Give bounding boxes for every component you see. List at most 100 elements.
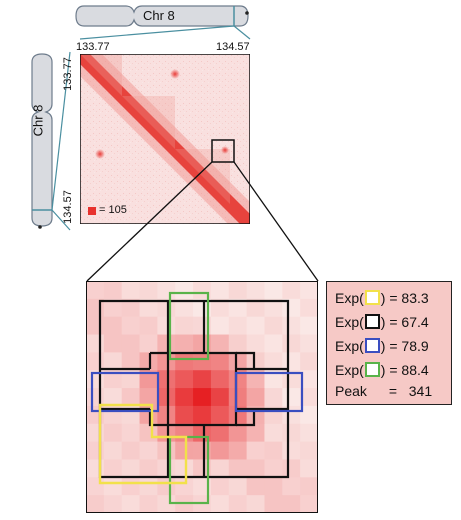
pixel-cell — [246, 316, 265, 336]
pixel-cell — [282, 370, 301, 389]
pixel-cell — [282, 459, 301, 478]
legend-row-black: Exp() = 67.4 — [335, 314, 429, 330]
pixel-cell — [86, 388, 105, 407]
expected-values-legend: Exp() = 83.3 Exp() = 67.4 Exp() = 78.9 E… — [326, 281, 452, 405]
loop-dot — [221, 146, 229, 154]
chromosome-ideogram-horizontal — [75, 5, 251, 40]
pixel-cell — [246, 423, 265, 443]
pixel-cell — [103, 298, 123, 318]
pixel-cell — [121, 281, 141, 300]
pixel-cell — [157, 352, 176, 371]
pixel-cell — [86, 441, 105, 460]
pixel-cell — [228, 370, 248, 389]
pixel-cell — [121, 298, 141, 318]
pixel-cell — [175, 441, 194, 460]
pixel-cell — [157, 495, 176, 513]
pixel-cell — [157, 334, 176, 353]
pixel-cell — [264, 370, 283, 389]
pixel-cell — [121, 316, 141, 336]
pixel-cell — [121, 495, 141, 513]
pixel-cell — [264, 316, 283, 336]
pixel-cell — [157, 423, 176, 443]
pixel-cell — [210, 423, 230, 443]
pixel-cell — [282, 316, 301, 336]
green-box-top — [168, 291, 210, 361]
pixel-cell — [264, 441, 283, 460]
pixel-cell — [264, 388, 283, 407]
scale-label: = 105 — [99, 204, 127, 216]
black-square-icon — [364, 314, 380, 329]
pixel-cell — [139, 441, 158, 460]
legend-row-yellow: Exp() = 83.3 — [335, 290, 429, 306]
pixel-cell — [300, 423, 318, 443]
pixel-cell — [228, 316, 248, 336]
pixel-cell — [210, 388, 230, 407]
pixel-cell — [210, 495, 230, 513]
axis-top-start-label: 133.77 — [76, 41, 110, 53]
loop-dot — [95, 149, 105, 159]
pixel-cell — [103, 388, 123, 407]
pixel-cell — [157, 477, 176, 496]
pixel-cell — [246, 495, 265, 513]
pixel-cell — [193, 370, 212, 389]
pixel-cell — [210, 316, 230, 336]
pixel-cell — [228, 477, 248, 496]
pixel-cell — [139, 352, 158, 371]
pixel-cell — [139, 334, 158, 353]
pixel-cell — [175, 281, 194, 300]
legend-row-green: Exp() = 88.4 — [335, 362, 429, 378]
pixel-cell — [86, 459, 105, 478]
pixel-cell — [193, 459, 212, 478]
pixel-cell — [210, 441, 230, 460]
yellow-square-icon — [364, 290, 380, 305]
pixel-cell — [86, 423, 105, 443]
pixel-cell — [193, 334, 212, 353]
pixel-cell — [300, 352, 318, 371]
pixel-cell — [139, 423, 158, 443]
pixel-cell — [193, 441, 212, 460]
chromosome-ideogram-vertical — [31, 51, 71, 231]
pixel-cell — [121, 423, 141, 443]
green-box-bottom — [168, 435, 210, 505]
pixel-cell — [86, 477, 105, 496]
pixel-cell — [282, 281, 301, 300]
pixel-cell — [175, 352, 194, 371]
pixel-cell — [121, 370, 141, 389]
pixel-cell — [103, 370, 123, 389]
contact-map-heatmap — [80, 54, 250, 224]
pixel-cell — [103, 495, 123, 513]
pixel-cell — [139, 281, 158, 300]
pixel-cell — [193, 352, 212, 371]
pixel-cell — [175, 477, 194, 496]
pixel-cell — [282, 388, 301, 407]
pixel-cell — [175, 298, 194, 318]
pixel-cell — [175, 459, 194, 478]
pixel-cell — [300, 495, 318, 513]
pixel-cell — [175, 423, 194, 443]
pixel-cell — [228, 352, 248, 371]
pixel-cell — [193, 477, 212, 496]
pixel-cell — [121, 459, 141, 478]
pixel-cell — [300, 459, 318, 478]
pixel-cell — [193, 405, 212, 425]
zoomed-pixel-grid — [86, 281, 318, 513]
pixel-cell — [157, 281, 176, 300]
pixel-cell — [264, 298, 283, 318]
pixel-cell — [139, 298, 158, 318]
pixel-cell — [210, 352, 230, 371]
pixel-cell — [246, 441, 265, 460]
pixel-cell — [157, 298, 176, 318]
pixel-cell — [139, 477, 158, 496]
pixel-cell — [228, 281, 248, 300]
pixel-cell — [193, 298, 212, 318]
pixel-cell — [157, 405, 176, 425]
pixel-cell — [175, 370, 194, 389]
blue-box-left — [90, 371, 160, 413]
pixel-cell — [193, 316, 212, 336]
pixel-cell — [300, 388, 318, 407]
pixel-cell — [300, 370, 318, 389]
pixel-cell — [282, 495, 301, 513]
pixel-cell — [103, 477, 123, 496]
pixel-cell — [300, 405, 318, 425]
